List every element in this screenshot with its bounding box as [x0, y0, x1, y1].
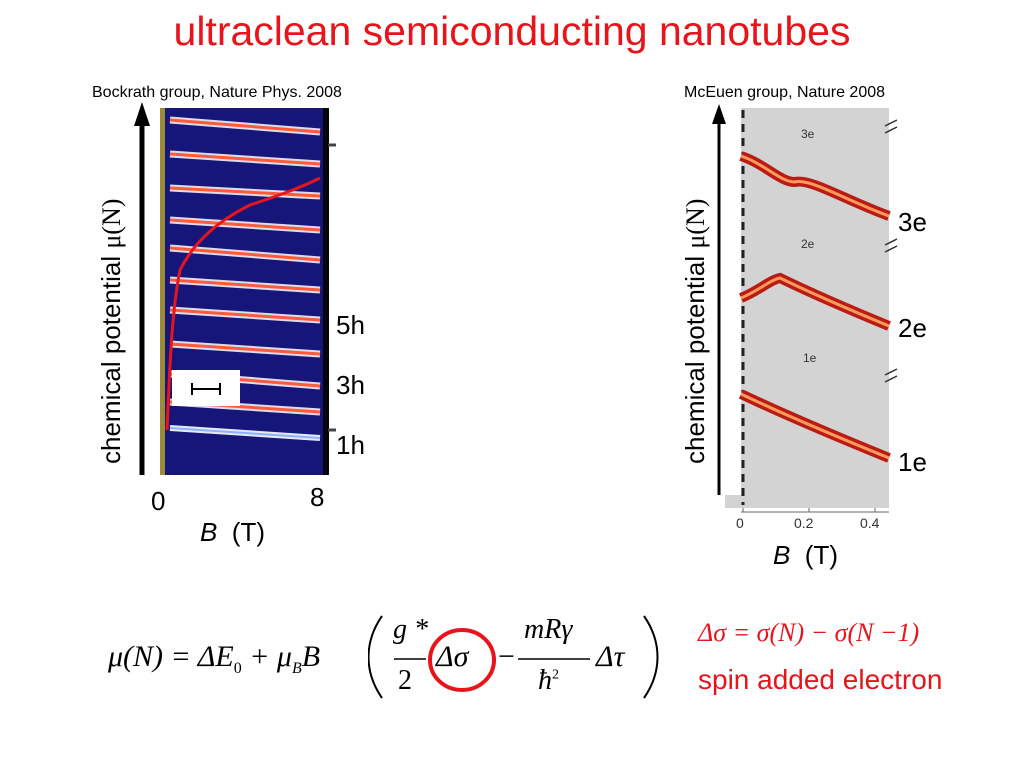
label-1e: 1e [898, 447, 927, 477]
right-x-tick-2: 0.4 [860, 515, 880, 531]
equation-lhs: μ(N) = ΔE0 + μBB [108, 640, 321, 677]
inner-label-1e: 1e [803, 351, 817, 365]
left-axis-arrow-head [134, 102, 150, 126]
left-image-edge [160, 108, 165, 475]
right-ylabel: chemical potential μ(N) [680, 198, 710, 464]
label-5h: 5h [336, 310, 365, 340]
left-xlabel: B (T) [200, 517, 265, 547]
frac2-numerator: mRγ [524, 614, 573, 645]
right-xlabel: B (T) [773, 540, 838, 570]
right-axis-arrow-head [712, 104, 726, 124]
left-citation: Bockrath group, Nature Phys. 2008 [92, 84, 342, 101]
right-citation: McEuen group, Nature 2008 [684, 84, 886, 101]
left-x-max: 8 [310, 482, 325, 512]
label-3h: 3h [336, 370, 365, 400]
slide-title: ultraclean semiconducting nanotubes [173, 8, 851, 54]
axis-breaks [884, 119, 898, 383]
frac1-denominator: 2 [398, 665, 412, 696]
spin-added-caption: spin added electron [698, 664, 943, 695]
label-2e: 2e [898, 313, 927, 343]
delta-sigma-definition: Δσ = σ(N) − σ(N −1) [698, 618, 920, 647]
right-spectrum-figure [712, 104, 898, 513]
label-3e: 3e [898, 207, 927, 237]
frac2-denominator: ħ2 [538, 665, 559, 696]
minus-sign: − [498, 640, 515, 673]
frac1-numerator: g * [393, 614, 428, 645]
equation-brackets [368, 615, 659, 699]
label-1h: 1h [336, 430, 365, 460]
left-x-min: 0 [151, 486, 166, 516]
delta-sigma-highlight-circle [428, 628, 496, 692]
left-ylabel: chemical potential μ(N) [96, 198, 126, 464]
left-image-right-border [323, 108, 329, 475]
left-red-curve [165, 176, 321, 431]
right-x-tick-1: 0.2 [794, 515, 814, 531]
delta-sigma-term: Δσ [436, 640, 469, 673]
right-x-tick-0: 0 [736, 515, 744, 531]
delta-tau-term: Δτ [596, 640, 625, 673]
right-level-bands [738, 151, 891, 463]
right-plot-area [741, 108, 889, 508]
left-spectrum-figure [134, 102, 336, 475]
inner-label-2e: 2e [801, 237, 815, 251]
inner-label-3e: 3e [801, 127, 815, 141]
